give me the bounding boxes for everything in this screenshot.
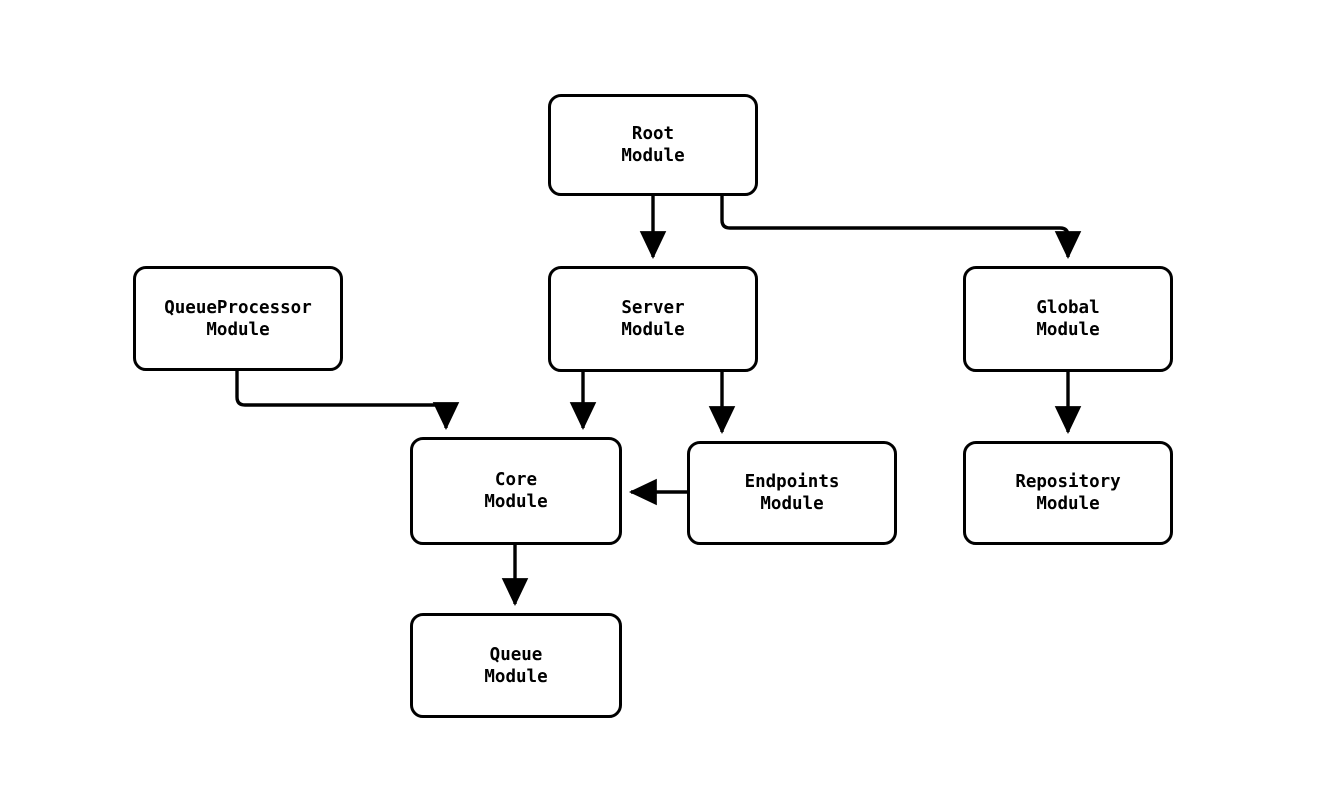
node-core-module-label-line1: Core bbox=[494, 470, 538, 490]
node-queueprocessor-module-label-line1: QueueProcessor bbox=[164, 297, 312, 318]
node-repository-module-label-line2: Module bbox=[1036, 494, 1100, 514]
node-endpoints-module-label-line2: Module bbox=[760, 494, 824, 514]
edge-root-to-global bbox=[720, 196, 1082, 260]
edge-queueprocessor-to-core bbox=[235, 371, 460, 431]
node-repository-module[interactable]: Repository Module bbox=[963, 441, 1173, 545]
node-core-module[interactable]: Core Module bbox=[410, 437, 622, 545]
node-core-module-label-line2: Module bbox=[484, 492, 548, 512]
node-root-module-label-line1: Root bbox=[631, 124, 675, 144]
node-server-module-label-line2: Module bbox=[621, 320, 685, 340]
node-queue-module-label-line1: Queue bbox=[489, 644, 543, 665]
node-global-module-label-line2: Module bbox=[1036, 320, 1100, 340]
node-endpoints-module[interactable]: Endpoints Module bbox=[687, 441, 897, 545]
node-server-module-label-line1: Server bbox=[621, 298, 685, 318]
node-queue-module[interactable]: Queue Module bbox=[410, 613, 622, 718]
node-queue-module-label-line2: Module bbox=[484, 666, 548, 687]
node-queueprocessor-module[interactable]: QueueProcessor Module bbox=[133, 266, 343, 371]
node-root-module-label-line2: Module bbox=[621, 146, 685, 166]
node-server-module[interactable]: Server Module bbox=[548, 266, 758, 372]
node-queueprocessor-module-label-line2: Module bbox=[206, 319, 270, 340]
node-global-module[interactable]: Global Module bbox=[963, 266, 1173, 372]
node-repository-module-label-line1: Repository bbox=[1015, 472, 1121, 492]
node-endpoints-module-label-line1: Endpoints bbox=[744, 472, 840, 492]
node-root-module[interactable]: Root Module bbox=[548, 94, 758, 196]
node-global-module-label-line1: Global bbox=[1036, 298, 1100, 318]
